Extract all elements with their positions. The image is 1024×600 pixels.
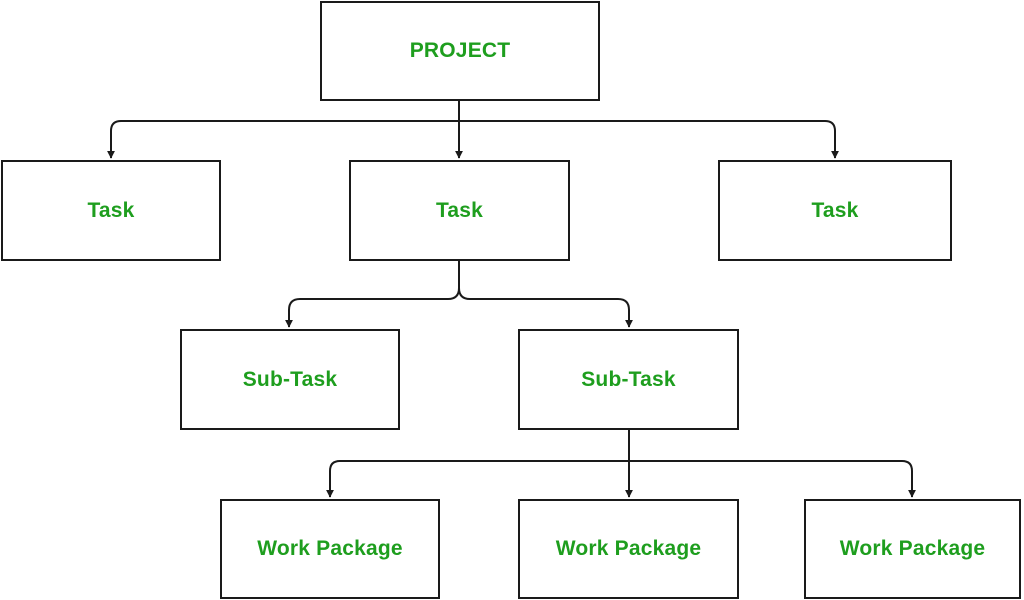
- task-node-left: Task: [1, 160, 221, 261]
- subtask-label: Sub-Task: [581, 367, 676, 391]
- subtask-node-right: Sub-Task: [518, 329, 739, 430]
- work-package-label: Work Package: [257, 537, 403, 560]
- subtask-node-left: Sub-Task: [180, 329, 400, 430]
- subtask-label: Sub-Task: [242, 367, 338, 391]
- task-label: Task: [87, 198, 135, 222]
- task-node-center: Task: [349, 160, 570, 261]
- work-package-label: Work Package: [839, 537, 986, 560]
- task-node-right: Task: [718, 160, 952, 261]
- work-package-label: Work Package: [555, 537, 702, 560]
- edge-task-to-subtask-1: [285, 261, 460, 328]
- edge-subtask-to-wp-3: [629, 460, 916, 498]
- task-label: Task: [435, 198, 484, 222]
- edge-project-to-task-1: [107, 101, 460, 159]
- task-label: Task: [811, 198, 859, 222]
- work-package-node-right: Work Package: [804, 499, 1021, 599]
- work-package-node-left: Work Package: [220, 499, 440, 599]
- project-label: PROJECT: [409, 39, 511, 62]
- edge-task-to-subtask-2: [458, 287, 633, 328]
- work-package-node-center: Work Package: [518, 499, 739, 599]
- edge-project-to-task-3: [459, 120, 839, 159]
- project-node: PROJECT: [320, 1, 600, 101]
- edge-subtask-to-wp-1: [326, 430, 630, 498]
